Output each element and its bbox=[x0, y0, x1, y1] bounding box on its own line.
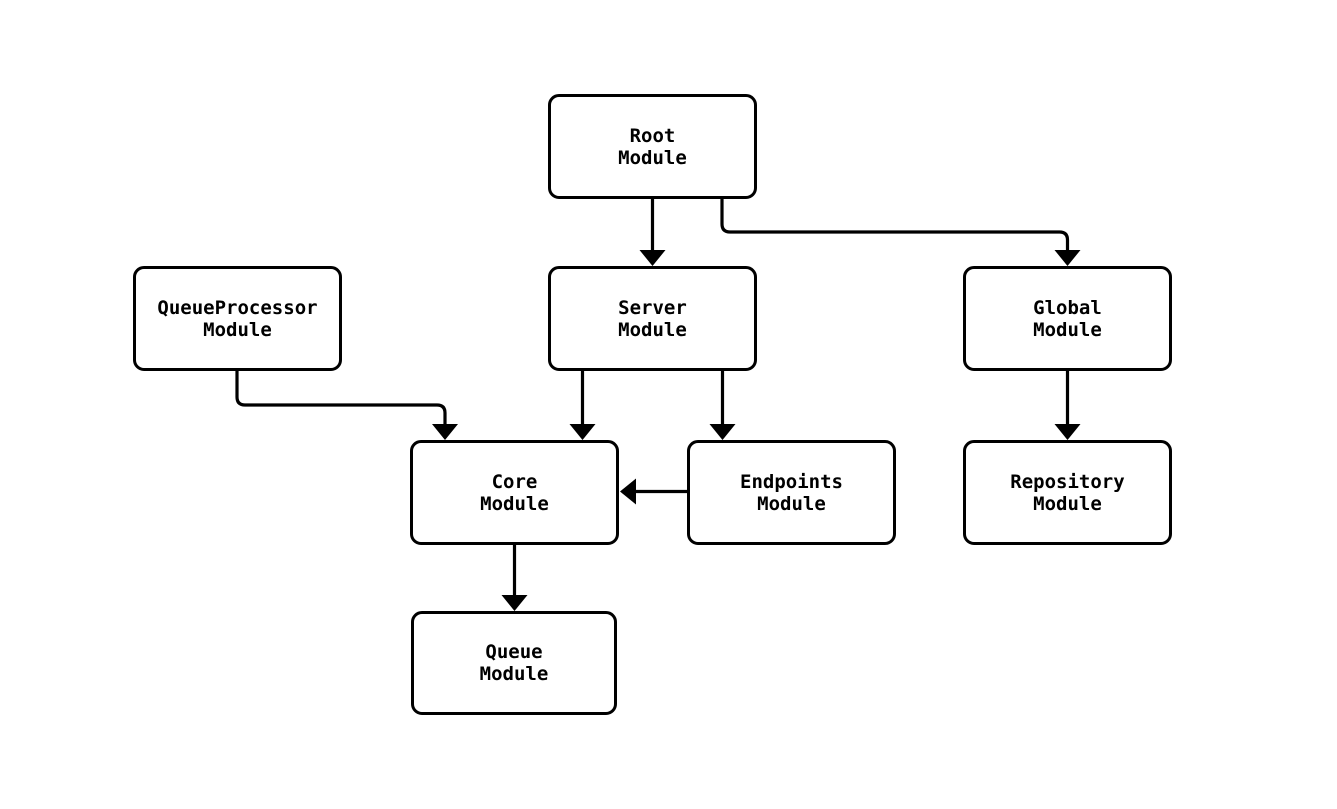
node-queue-module: Queue Module bbox=[411, 611, 617, 715]
node-root-module: Root Module bbox=[548, 94, 757, 199]
node-global-module: Global Module bbox=[963, 266, 1172, 371]
node-server-module: Server Module bbox=[548, 266, 757, 371]
node-endpoints-module: Endpoints Module bbox=[687, 440, 896, 545]
edge-queueprocessor-to-core bbox=[235, 371, 458, 440]
node-queueprocessor-module: QueueProcessor Module bbox=[133, 266, 342, 371]
node-core-module: Core Module bbox=[410, 440, 619, 545]
node-repository-module: Repository Module bbox=[963, 440, 1172, 545]
edge-root-to-global bbox=[720, 199, 1081, 266]
